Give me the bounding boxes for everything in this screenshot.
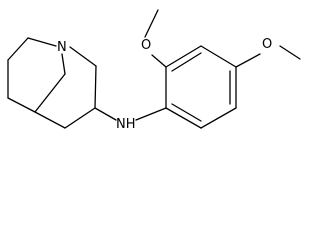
bond-n-inner-ch2 [61,53,66,75]
bond-c3-nh [94,107,117,121]
methoxy-oxygen-top-label: O [141,38,151,53]
bond-ring-o-right [235,53,261,68]
bond-n-ch2-left [27,37,57,47]
ring-double-3 [171,103,202,122]
methoxy-groups [144,9,301,68]
bond-c2-n [69,46,97,67]
ring-double-1 [171,52,202,72]
quinuclidine-cage [7,37,117,129]
bond-o-ch3-right [279,45,301,60]
molecule-diagram: N NH O O [7,9,301,132]
bond-nh-ring [135,107,167,121]
bond-o-ch3-top [144,9,159,38]
ring-bond-2 [165,45,202,68]
bond-c3-c2 [94,65,97,109]
methoxy-oxygen-right-label: O [262,37,272,52]
ring-bond-6 [165,107,202,129]
benzene-ring [135,45,237,129]
bond-ring-o-top [151,54,167,68]
bond-bottom-right [34,111,66,129]
bond-inner-ch2-down [34,73,66,113]
ring-bond-5 [200,107,237,129]
ring-bond-3 [200,45,237,68]
bond-bridgehead-c3 [64,107,96,129]
amine-nitrogen-label: NH [116,117,136,132]
structure-svg: N NH O O [7,9,301,132]
quinuclidine-nitrogen-label: N [57,40,67,55]
bond-bottom-left [7,97,36,113]
bond-ch2-ch2-left-vertical [7,37,29,61]
